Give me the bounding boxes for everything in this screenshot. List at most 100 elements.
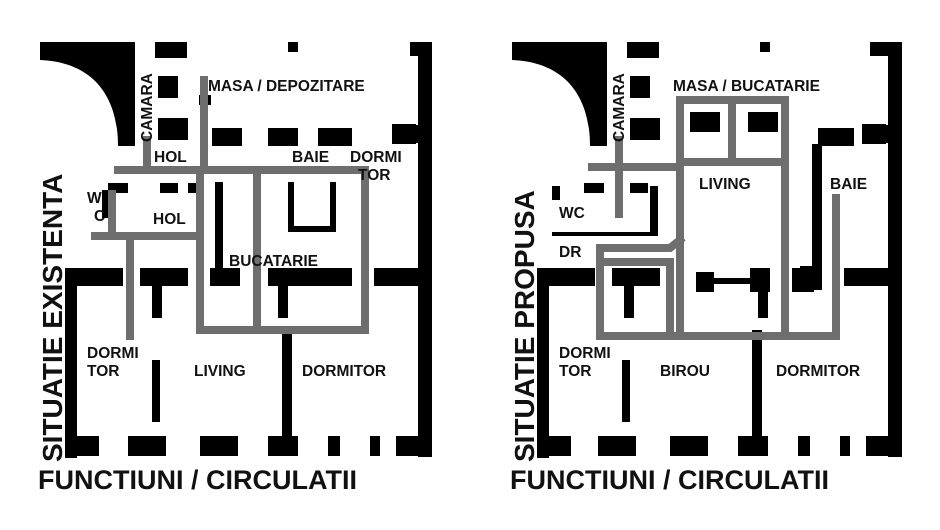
proposed-side-title: SITUATIE PROPUSA: [509, 190, 540, 462]
existing-bottom-wall: [268, 436, 298, 456]
proposed-plan: CAMARA MASA / BUCATARIE LIVING BAIE WC D…: [509, 42, 902, 495]
existing-side-title: SITUATIE EXISTENTA: [37, 174, 68, 462]
proposed-right-wall-jog: [882, 125, 902, 143]
proposed-right-wall: [888, 143, 902, 457]
existing-pier-lower: [278, 268, 288, 318]
label-dormitor-left-2-proposed: TOR: [559, 363, 591, 380]
existing-wc-wall-vertical: [102, 190, 110, 218]
proposed-wall-segment: [862, 124, 886, 144]
proposed-bottom-wall: [798, 436, 810, 456]
proposed-curved-wall: [512, 42, 607, 146]
proposed-bottom-wall: [670, 436, 708, 456]
proposed-right-wall-top: [888, 42, 902, 132]
existing-hol-wall: [188, 183, 200, 193]
proposed-wc-wall: [552, 186, 560, 200]
proposed-bottom-wall: [840, 436, 850, 456]
proposed-camara-wall-lower: [630, 118, 660, 140]
proposed-partition: [752, 330, 762, 450]
existing-left-wall: [65, 268, 77, 458]
proposed-bottom-wall: [866, 436, 902, 456]
proposed-walls: [512, 42, 902, 458]
existing-pier-lower: [152, 268, 162, 318]
existing-mid-wall: [374, 268, 432, 286]
existing-kitchen-wall: [288, 182, 294, 232]
existing-kitchen-wall: [330, 182, 336, 232]
existing-partition: [152, 360, 160, 422]
label-dormitor-left-1: DORMI: [87, 345, 139, 362]
proposed-pier-lower: [624, 268, 634, 318]
label-masa-depozitare: MASA / DEPOZITARE: [208, 78, 365, 95]
proposed-mid-wall: [537, 268, 595, 286]
existing-wall-segment: [392, 124, 416, 144]
proposed-circulation-bottom: [596, 194, 840, 340]
existing-hol-wall: [160, 183, 178, 193]
proposed-bottom-wall: [738, 436, 768, 456]
existing-walls: [40, 42, 432, 458]
proposed-top-pier: [760, 42, 770, 52]
proposed-circulation-dr: [596, 234, 686, 340]
label-wc-1: W: [87, 190, 102, 207]
existing-right-wall: [418, 143, 432, 457]
proposed-circulation-dormitor-box: [596, 258, 674, 340]
proposed-bottom-wall: [537, 436, 571, 456]
label-dormitor-right: DORMITOR: [302, 363, 386, 380]
proposed-wc-wall: [584, 183, 604, 193]
label-camara: CAMARA: [139, 73, 156, 142]
existing-camara-wall-lower: [158, 118, 188, 140]
existing-circulation: [91, 76, 369, 340]
proposed-bottom-wall: [598, 436, 636, 456]
proposed-pier-lower: [758, 268, 768, 318]
label-dr: DR: [559, 244, 581, 261]
label-dormitor-small-1: DORMI: [350, 149, 402, 166]
existing-top-pier: [288, 42, 298, 52]
existing-wall-segment: [212, 128, 242, 146]
existing-partition: [282, 330, 292, 450]
existing-bottom-wall: [200, 436, 238, 456]
label-bucatarie: BUCATARIE: [229, 253, 318, 270]
existing-bottom-wall: [128, 436, 166, 456]
label-living: LIVING: [194, 363, 246, 380]
label-wc-2: C: [94, 208, 105, 225]
existing-bottom-wall: [396, 436, 432, 456]
proposed-mid-wall: [844, 268, 902, 286]
proposed-desk-left: [696, 272, 714, 292]
label-dormitor-small-2: TOR: [358, 167, 390, 184]
proposed-kitchen-fixture: [690, 112, 720, 132]
existing-kitchen-wall: [288, 226, 336, 232]
proposed-wc-wall: [630, 183, 648, 193]
existing-bottom-wall: [65, 436, 99, 456]
existing-wall-segment: [318, 128, 352, 146]
label-hol-top: HOL: [154, 149, 187, 166]
proposed-wc-wall-right: [650, 186, 658, 236]
existing-mid-wall: [268, 268, 352, 286]
proposed-mid-wall: [612, 268, 660, 286]
label-birou: BIROU: [660, 363, 710, 380]
proposed-kitchen-fixture: [748, 112, 778, 132]
label-baie-proposed: BAIE: [830, 176, 867, 193]
existing-mid-wall: [65, 268, 123, 286]
label-camara-proposed: CAMARA: [611, 73, 628, 142]
proposed-left-wall: [537, 268, 549, 458]
existing-circulation-kitchen-loop: [196, 166, 369, 334]
existing-wall-segment: [268, 128, 298, 146]
existing-bottom-wall: [370, 436, 380, 456]
existing-mid-wall: [140, 268, 188, 286]
proposed-circulation: [588, 96, 840, 340]
proposed-wall-segment: [818, 128, 854, 146]
label-baie: BAIE: [292, 149, 329, 166]
label-dormitor-left-1-proposed: DORMI: [559, 345, 611, 362]
proposed-labels: CAMARA MASA / BUCATARIE LIVING BAIE WC D…: [559, 73, 867, 380]
existing-right-wall-jog: [412, 125, 432, 143]
label-living-proposed: LIVING: [699, 176, 751, 193]
proposed-caption: FUNCTIUNI / CIRCULATII: [510, 465, 829, 495]
existing-top-wall: [155, 42, 187, 58]
existing-curved-wall: [40, 42, 135, 146]
existing-bottom-wall: [328, 436, 340, 456]
proposed-camara-wall: [630, 76, 650, 98]
existing-plan: CAMARA MASA / DEPOZITARE HOL BAIE DORMI …: [37, 42, 432, 495]
existing-camara-wall: [158, 76, 178, 98]
label-masa-bucatarie: MASA / BUCATARIE: [673, 78, 820, 95]
label-dormitor-left-2: TOR: [87, 363, 119, 380]
proposed-mid-wall: [792, 268, 814, 292]
